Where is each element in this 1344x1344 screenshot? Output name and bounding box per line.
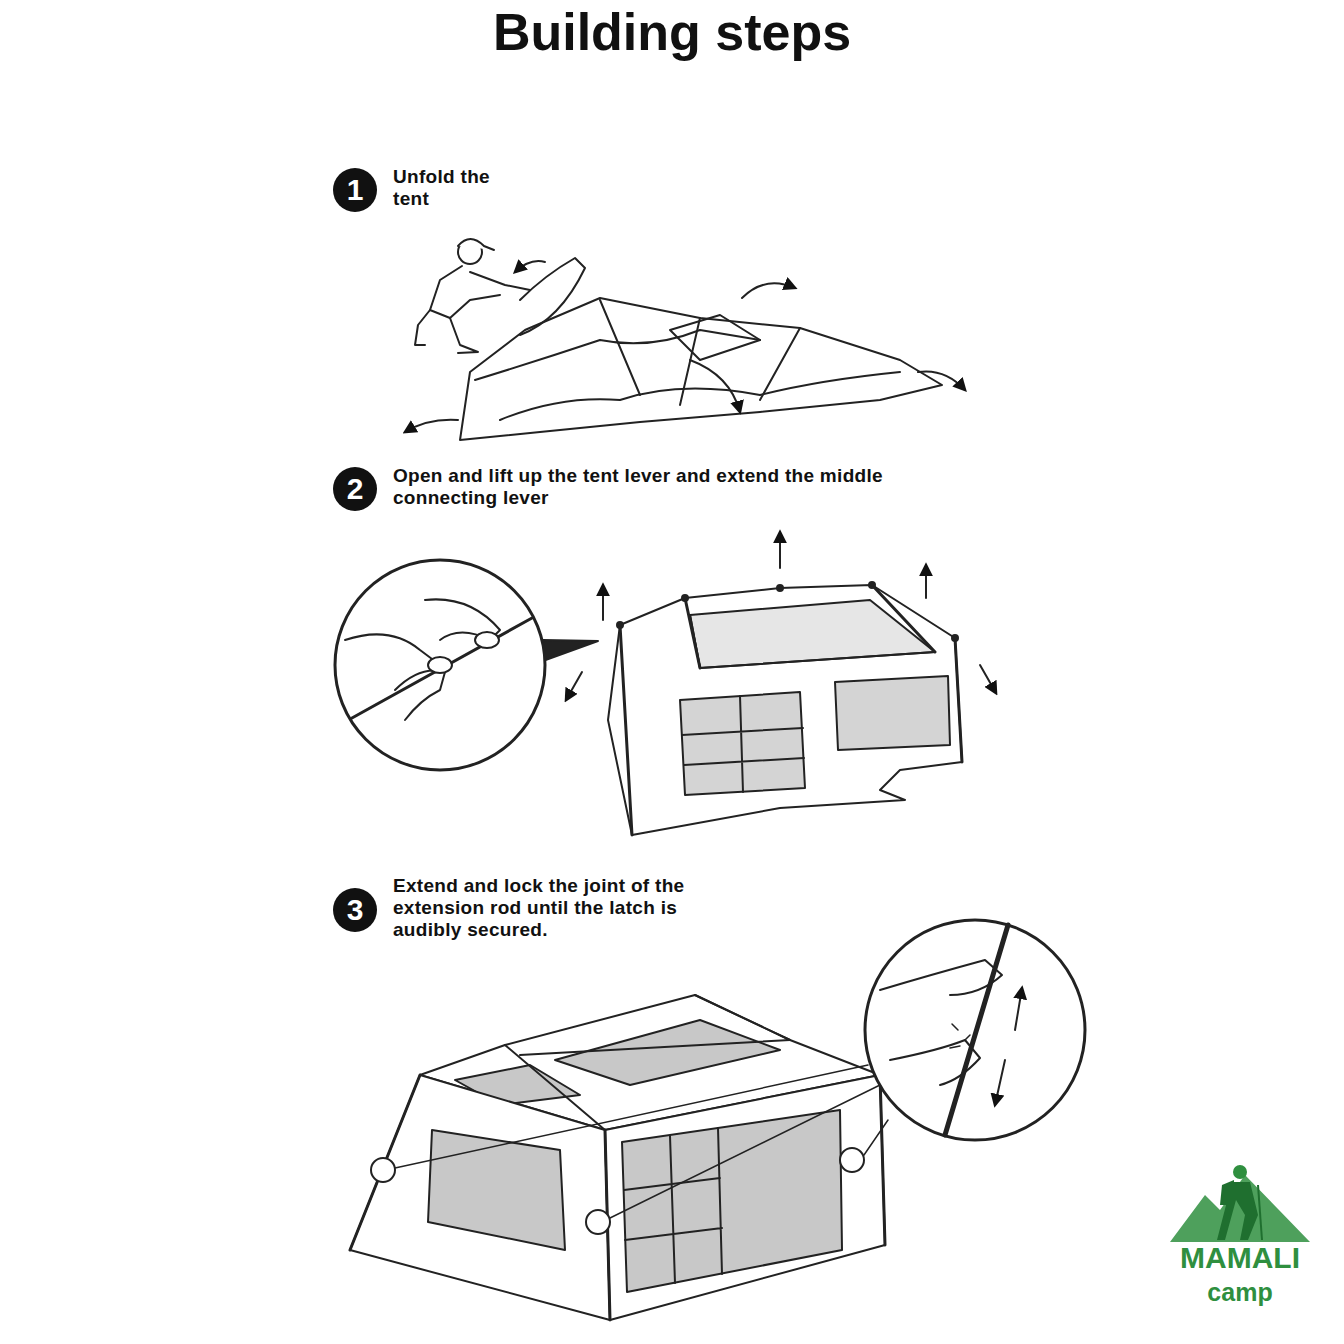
step-block: 3Extend and lock the joint of the extens…	[333, 888, 723, 932]
logo-mark	[1170, 1165, 1310, 1242]
watermark-text: camp	[1150, 1276, 1330, 1308]
step-number: 1	[333, 168, 377, 212]
step-block: 1 Unfold the tent	[333, 168, 528, 212]
raised-tent	[350, 995, 888, 1320]
detail-magnifier	[335, 560, 598, 770]
page-title: Building steps	[0, 2, 1344, 62]
step-instruction: Open and lift up the tent lever and exte…	[393, 465, 938, 509]
unfolded-tent	[405, 258, 965, 440]
step-block: 2 Open and lift up the tent lever and ext…	[333, 467, 938, 511]
latch-magnifier	[865, 920, 1085, 1140]
watermark-text: MAMALI	[1150, 1242, 1330, 1274]
step-instruction: Unfold the tent	[393, 166, 528, 210]
step-number: 3	[333, 888, 377, 932]
step-instruction: Extend and lock the joint of the extensi…	[393, 875, 723, 941]
step-number: 2	[333, 467, 377, 511]
half-raised-tent	[566, 532, 996, 835]
person-figure	[415, 239, 530, 353]
